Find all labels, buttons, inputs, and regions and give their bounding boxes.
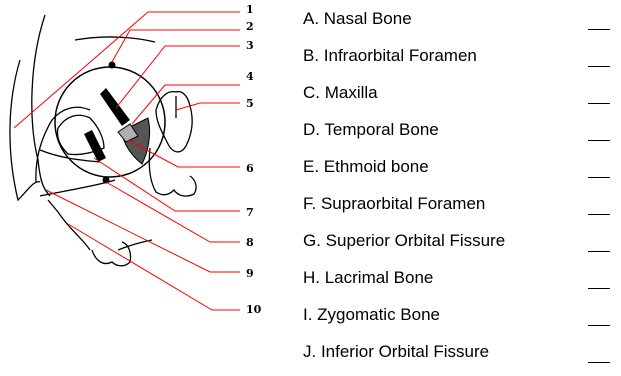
label-number-5: 5 (246, 97, 254, 110)
answer-blank[interactable] (588, 214, 610, 215)
label-number-7: 7 (246, 206, 254, 219)
answer-term: A. Nasal Bone (303, 9, 412, 28)
answer-item-j: J. Inferior Orbital Fissure (303, 339, 621, 376)
label-number-8: 8 (246, 236, 254, 249)
answer-blank[interactable] (588, 177, 610, 178)
answer-term: F. Supraorbital Foramen (303, 194, 485, 213)
answer-term: I. Zygomatic Bone (303, 305, 440, 324)
skull-diagram: 1 2 3 4 5 6 7 8 9 10 (0, 0, 300, 370)
answer-term: E. Ethmoid bone (303, 157, 429, 176)
label-number-10: 10 (246, 303, 262, 316)
answer-item-i: I. Zygomatic Bone (303, 302, 621, 339)
answer-item-f: F. Supraorbital Foramen (303, 191, 621, 228)
label-number-2: 2 (246, 20, 254, 33)
answer-blank[interactable] (588, 251, 610, 252)
answer-term: D. Temporal Bone (303, 120, 439, 139)
label-number-4: 4 (246, 70, 254, 83)
answer-term: C. Maxilla (303, 83, 378, 102)
answer-blank[interactable] (588, 29, 610, 30)
answer-term: B. Infraorbital Foramen (303, 46, 477, 65)
answer-term: H. Lacrimal Bone (303, 268, 433, 287)
label-number-9: 9 (246, 267, 254, 280)
answer-item-b: B. Infraorbital Foramen (303, 43, 621, 80)
answer-blank[interactable] (588, 362, 610, 363)
label-number-3: 3 (246, 39, 254, 52)
supraorbital-dot (109, 62, 116, 69)
answer-item-e: E. Ethmoid bone (303, 154, 621, 191)
answer-list: A. Nasal Bone B. Infraorbital Foramen C.… (303, 6, 621, 376)
answer-term: J. Inferior Orbital Fissure (303, 342, 489, 361)
answer-item-h: H. Lacrimal Bone (303, 265, 621, 302)
answer-item-d: D. Temporal Bone (303, 117, 621, 154)
orbit-structures (57, 88, 149, 164)
leader-lines (14, 12, 240, 310)
answer-item-a: A. Nasal Bone (303, 6, 621, 43)
answer-term: G. Superior Orbital Fissure (303, 231, 505, 250)
label-number-1: 1 (246, 3, 254, 16)
label-number-6: 6 (246, 162, 254, 175)
answer-blank[interactable] (588, 140, 610, 141)
answer-blank[interactable] (588, 103, 610, 104)
answer-blank[interactable] (588, 288, 610, 289)
answer-item-g: G. Superior Orbital Fissure (303, 228, 621, 265)
answer-blank[interactable] (588, 325, 610, 326)
answer-item-c: C. Maxilla (303, 80, 621, 117)
answer-blank[interactable] (588, 66, 610, 67)
